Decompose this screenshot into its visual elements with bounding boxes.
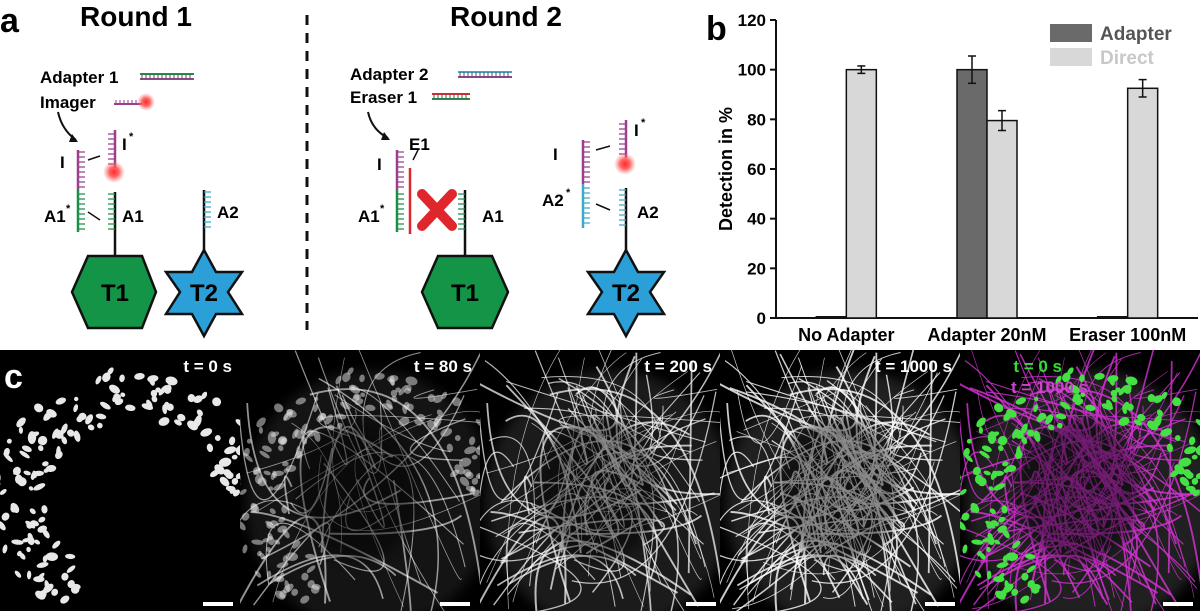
adapter1-label: Adapter 1 xyxy=(40,68,118,87)
scale-bar xyxy=(925,602,955,606)
r1-star-Istar: * xyxy=(129,131,134,143)
scale-bar xyxy=(686,602,716,606)
r2-label-A2star: A2 xyxy=(542,191,564,210)
scale-bar xyxy=(203,602,233,606)
imager-label: Imager xyxy=(40,93,96,112)
frame3-time: t = 200 s xyxy=(644,357,712,376)
r2-target1-label: T1 xyxy=(451,280,479,307)
frame-background xyxy=(0,350,240,611)
scale-bar xyxy=(440,602,470,606)
cross-mark-icon xyxy=(417,189,457,231)
imager-strand-legend xyxy=(114,93,155,111)
eraser1-label: Eraser 1 xyxy=(350,88,417,107)
micrograph-frame-3 xyxy=(480,350,720,611)
r2-star-A2: * xyxy=(566,187,571,199)
r2-label-Istar: I xyxy=(634,121,639,140)
r2-label-A1: A1 xyxy=(482,207,504,226)
y-tick-label: 60 xyxy=(747,160,766,179)
r2-label-A2: A2 xyxy=(637,203,659,222)
panel-letter-b: b xyxy=(706,10,727,48)
r2-label-E1: E1 xyxy=(409,135,430,154)
r1-label-A1star: A1 xyxy=(44,207,66,226)
panel-letter-c: c xyxy=(4,358,23,396)
frame5-time-green: t = 0 s xyxy=(1013,357,1062,376)
eraser1-strand-legend xyxy=(432,93,470,100)
legend-label: Direct xyxy=(1100,48,1155,69)
bar-adapter xyxy=(1096,316,1129,319)
r2-star-Istar: * xyxy=(641,117,646,129)
frame1-time: t = 0 s xyxy=(183,357,232,376)
bar-adapter xyxy=(956,68,988,319)
target-t1-hexagon xyxy=(70,254,158,330)
r1-target2-label: T2 xyxy=(190,280,218,307)
bar-adapter xyxy=(815,316,848,319)
round2-construct-t2 xyxy=(581,120,636,268)
bar-direct xyxy=(845,68,878,319)
micrograph-frame-5 xyxy=(960,350,1200,611)
round1-construct xyxy=(76,130,211,268)
r1-label-Istar: I xyxy=(122,135,127,154)
r1-label-A2: A2 xyxy=(217,203,239,222)
legend-swatch xyxy=(1050,48,1092,66)
bar-direct xyxy=(986,119,1018,319)
r2-star-A1: * xyxy=(380,203,385,215)
y-axis-label: Detection in % xyxy=(716,107,736,231)
target-t2-star xyxy=(163,247,245,339)
y-tick-label: 100 xyxy=(738,61,766,80)
r1-target1-label: T1 xyxy=(101,280,129,307)
scale-bar xyxy=(1163,602,1193,606)
r2-label-I: I xyxy=(377,155,382,174)
r2-target-t2-star xyxy=(585,247,667,339)
y-tick-label: 20 xyxy=(747,259,766,278)
r2-target2-label: T2 xyxy=(612,280,640,307)
r2-label-A1star: A1 xyxy=(358,207,380,226)
x-tick-label: Adapter 20nM xyxy=(927,325,1046,345)
y-tick-label: 80 xyxy=(747,110,766,129)
r2-label-I-b: I xyxy=(553,145,558,164)
adapter1-strand-legend xyxy=(140,73,194,80)
legend-label: Adapter xyxy=(1100,24,1172,45)
r1-label-A1: A1 xyxy=(122,207,144,226)
legend-swatch xyxy=(1050,24,1092,42)
x-tick-label: No Adapter xyxy=(798,325,894,345)
frame2-time: t = 80 s xyxy=(414,357,472,376)
y-tick-label: 40 xyxy=(747,210,766,229)
r1-star-A1: * xyxy=(66,203,71,215)
micrograph-frame-4 xyxy=(720,350,960,611)
y-tick-label: 0 xyxy=(757,309,766,328)
frame5-time-magenta: t = 1000 s xyxy=(1011,378,1088,397)
r2-target-t1-hexagon xyxy=(420,254,510,330)
micrograph-frame-1 xyxy=(0,350,240,611)
adapter2-strand-legend xyxy=(458,71,512,78)
round1-title: Round 1 xyxy=(80,1,192,32)
frame4-time: t = 1000 s xyxy=(875,357,952,376)
panel-letter-a: a xyxy=(0,2,20,40)
round2-title: Round 2 xyxy=(450,1,562,32)
bar-direct xyxy=(1126,87,1159,319)
panel-c: c t = 0 s t = 80 s t = 200 s t = 1000 s … xyxy=(0,350,1200,611)
micrograph-frame-2 xyxy=(240,350,480,611)
x-tick-label: Eraser 100nM xyxy=(1069,325,1186,345)
y-tick-label: 120 xyxy=(738,11,766,30)
adapter2-label: Adapter 2 xyxy=(350,65,428,84)
r1-label-I: I xyxy=(60,153,65,172)
scale-bars xyxy=(203,602,1193,606)
panel-a: a Round 1 Round 2 Adapter 1 Imager xyxy=(0,1,667,339)
